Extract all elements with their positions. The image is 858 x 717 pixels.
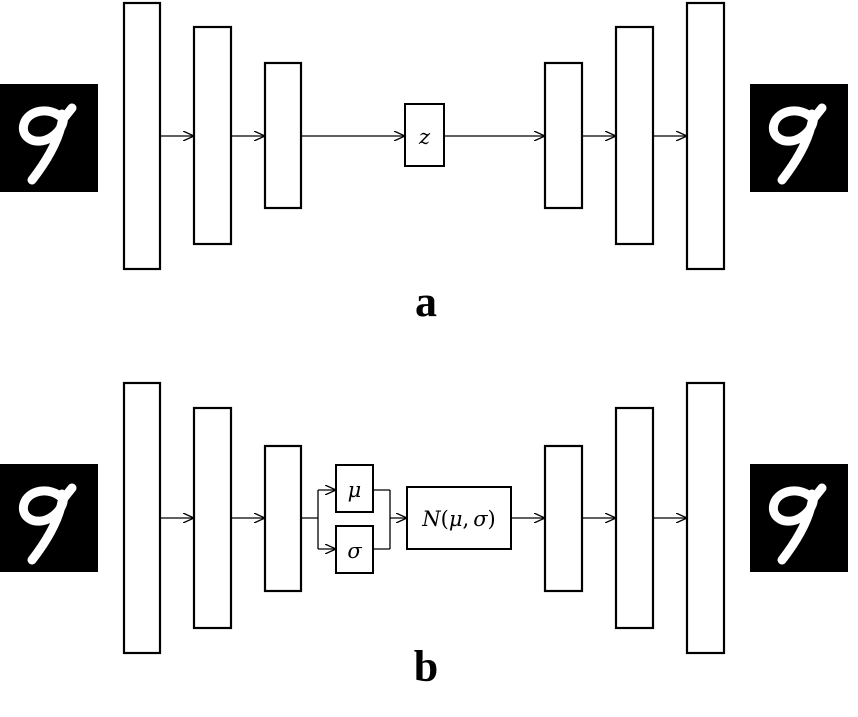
panel-a-decoder-layer-2 (614, 25, 655, 246)
panel-b: μ σ N(μ,σ) b (0, 381, 848, 691)
panel-b-sampling-label: N(μ,σ) (421, 507, 495, 531)
panel-a-latent-box (404, 103, 445, 167)
panel-b-mean-label: μ (348, 478, 362, 502)
panel-a-encoder-layer-3 (263, 61, 303, 210)
panel-b-mean-box (335, 464, 374, 513)
panel-a-decoder-layer-1 (543, 61, 584, 210)
panel-a-latent-label: z (418, 125, 431, 149)
panel-b-label: b (414, 642, 438, 691)
panel-b-input-digit-image (0, 464, 98, 572)
panel-b-encoder-layer-1 (122, 381, 162, 655)
panel-b-encoder-layer-3 (263, 444, 303, 593)
panel-b-encoder-layer-2 (192, 406, 233, 630)
panel-b-decoder-layer-2 (614, 406, 655, 630)
panel-b-decoder-layer-3 (685, 381, 726, 655)
panel-a-input-digit-image (0, 84, 98, 192)
panel-a-encoder-layer-2 (192, 25, 233, 246)
panel-b-output-digit-image (750, 464, 848, 572)
panel-b-std-label: σ (347, 539, 362, 563)
panel-a: z a (0, 1, 848, 326)
panel-a-label: a (415, 277, 437, 326)
panel-a-output-digit-image (750, 84, 848, 192)
panel-a-encoder-layer-1 (122, 1, 162, 271)
panel-a-decoder-layer-3 (685, 1, 726, 271)
panel-b-decoder-layer-1 (543, 444, 584, 593)
